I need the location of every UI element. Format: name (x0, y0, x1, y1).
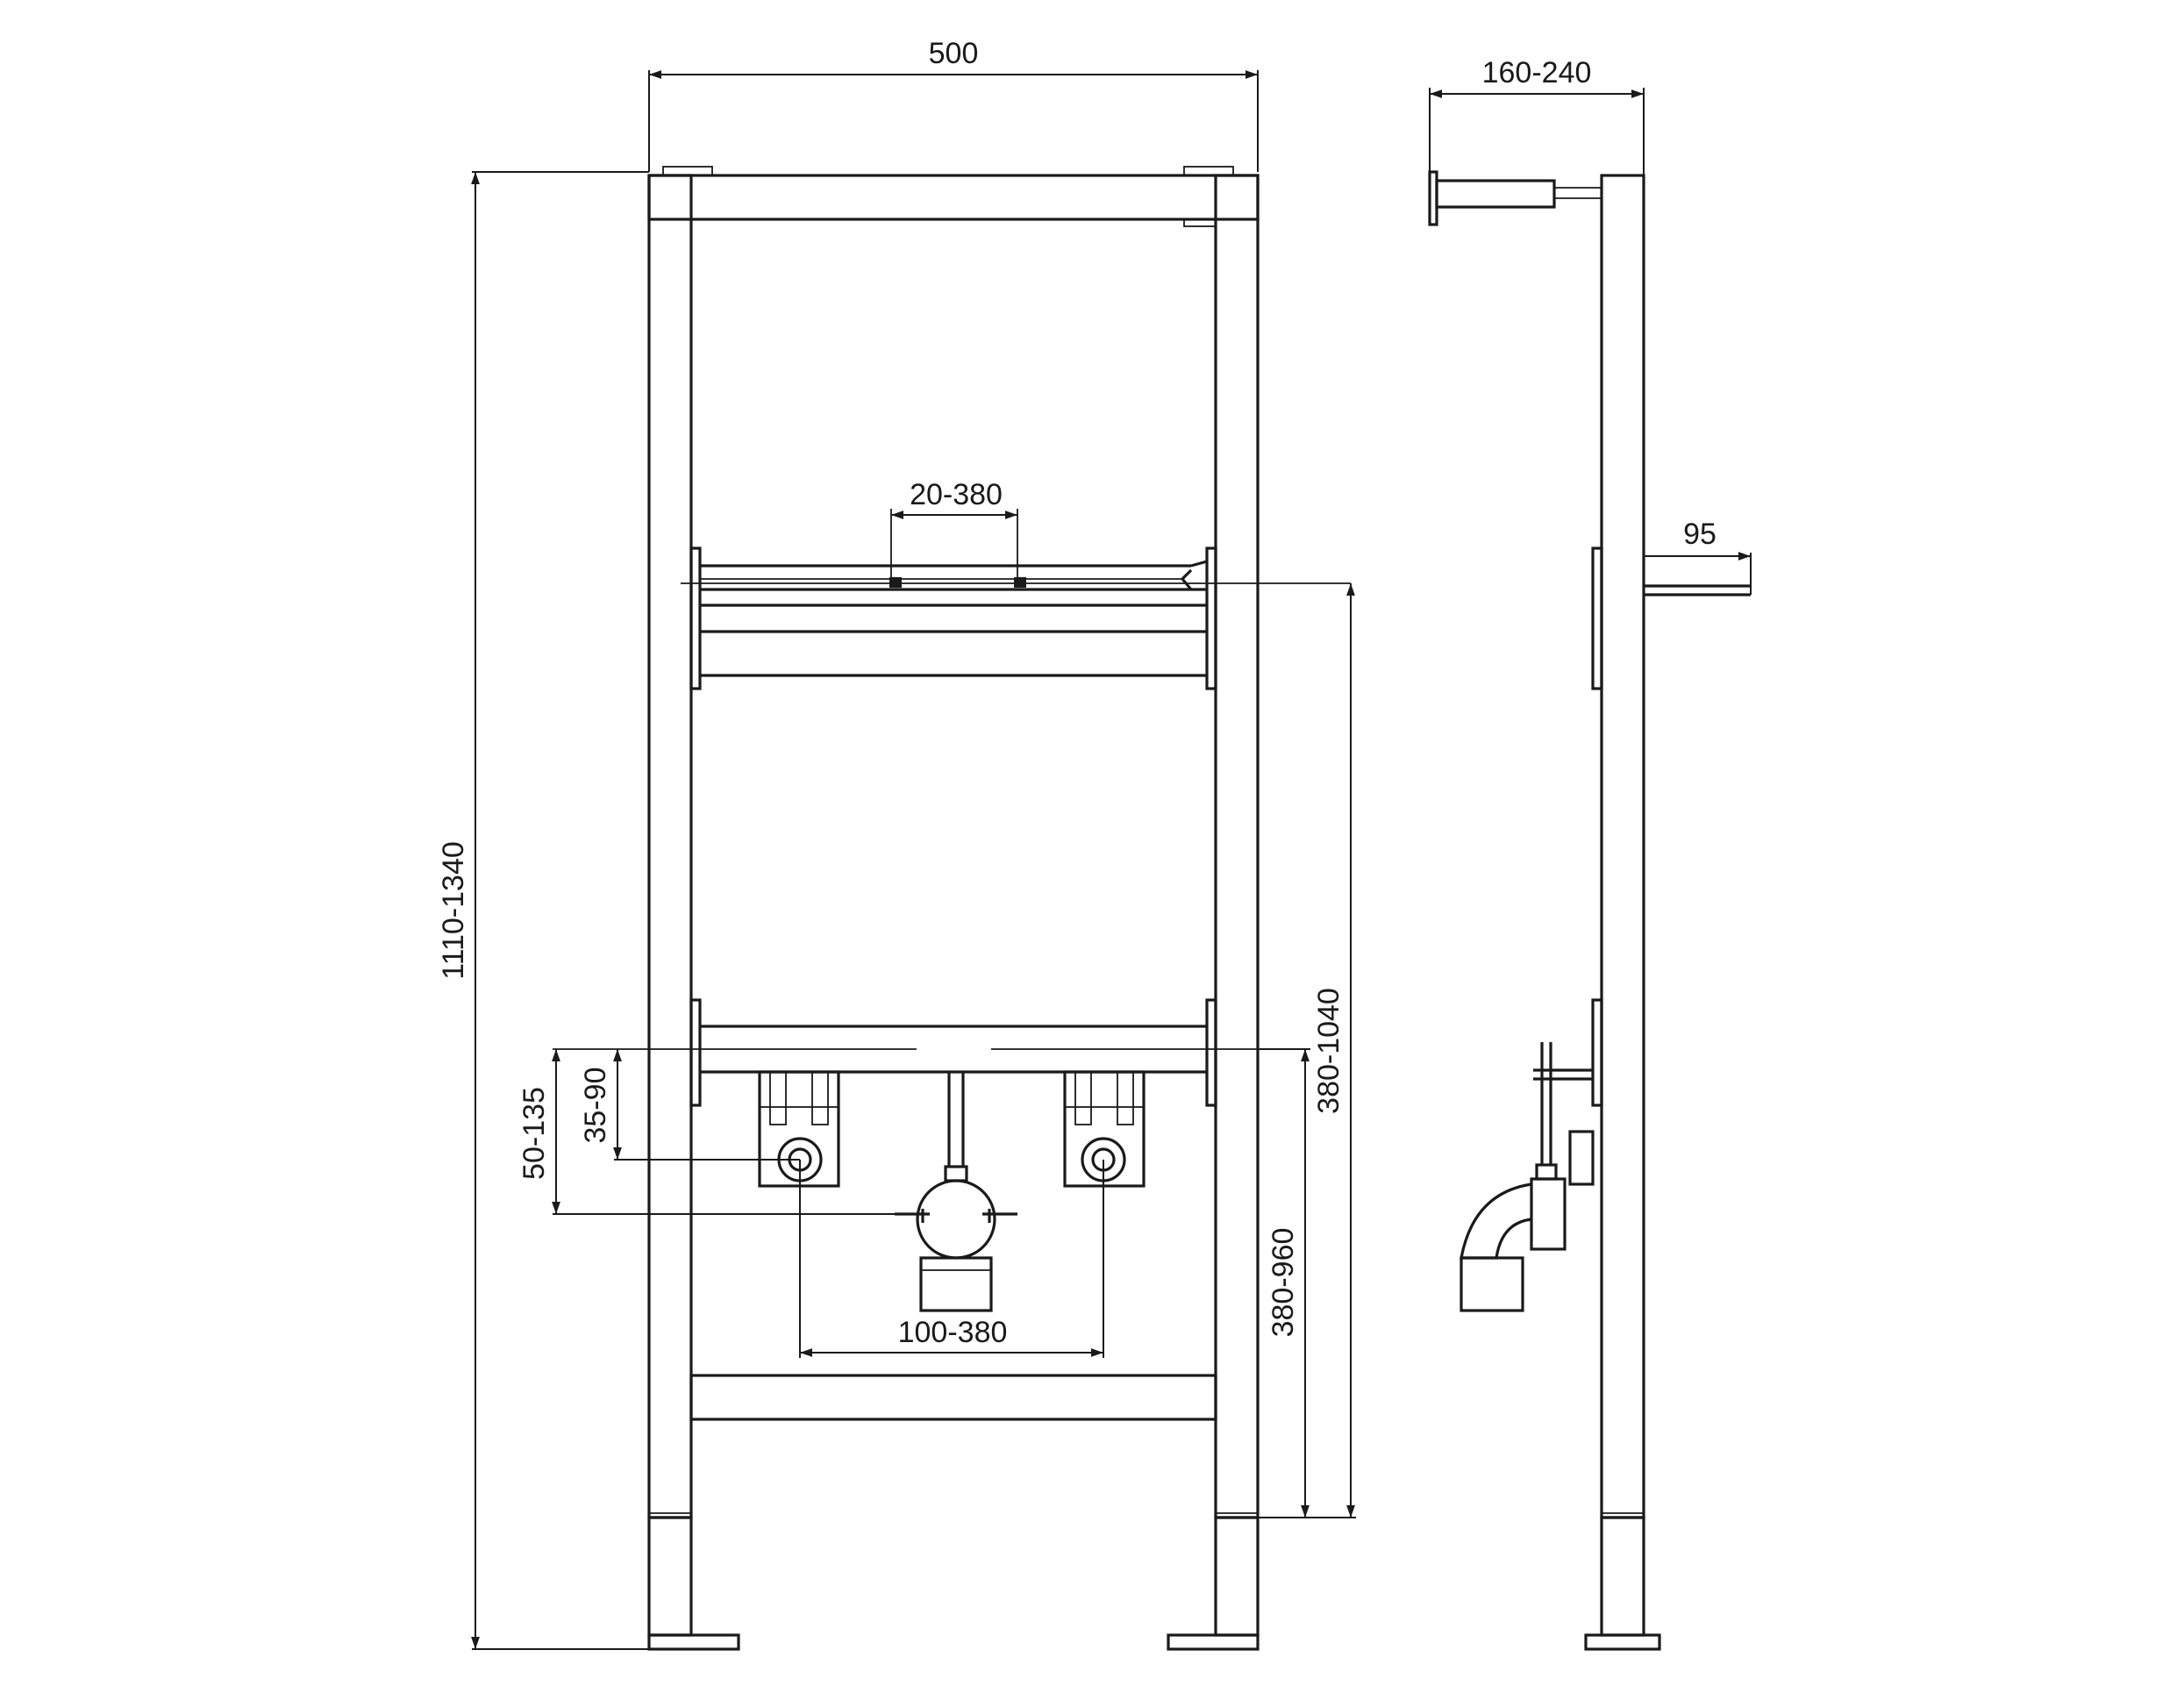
supply-fittings (758, 1070, 1146, 1312)
dim-depth-label: 160-240 (1482, 56, 1592, 89)
lower-bracket (553, 998, 1260, 1107)
dim-upper-bracket-spacing-label: 20-380 (910, 478, 1003, 511)
dim-width-label: 500 (929, 37, 979, 70)
side-view (1428, 170, 1751, 1651)
dim-supply-drop-outer-label: 50-135 (517, 1087, 551, 1180)
right-foot (1167, 1633, 1260, 1651)
left-foot (647, 1633, 740, 1651)
upper-bracket (681, 509, 1351, 690)
dim-supply-drop-inner-label: 35-90 (579, 1068, 612, 1144)
left-post (647, 174, 693, 1519)
dim-upper-bracket-height-label: 380-1040 (1312, 988, 1345, 1114)
side-foot (1584, 1633, 1661, 1651)
bottom-crossbar (689, 1374, 1217, 1421)
dim-total-height-label: 1110-1340 (437, 841, 470, 980)
side-post (1600, 174, 1645, 1519)
right-post (1214, 174, 1260, 1519)
dim-lower-height-label: 380-960 (1267, 1228, 1300, 1338)
dimension-lines (471, 70, 1752, 1650)
top-crossbar (647, 174, 1260, 221)
dim-supply-horizontal-label: 100-380 (898, 1316, 1008, 1349)
dim-side-protrusion-label: 95 (1683, 518, 1717, 551)
front-view (553, 166, 1351, 1651)
